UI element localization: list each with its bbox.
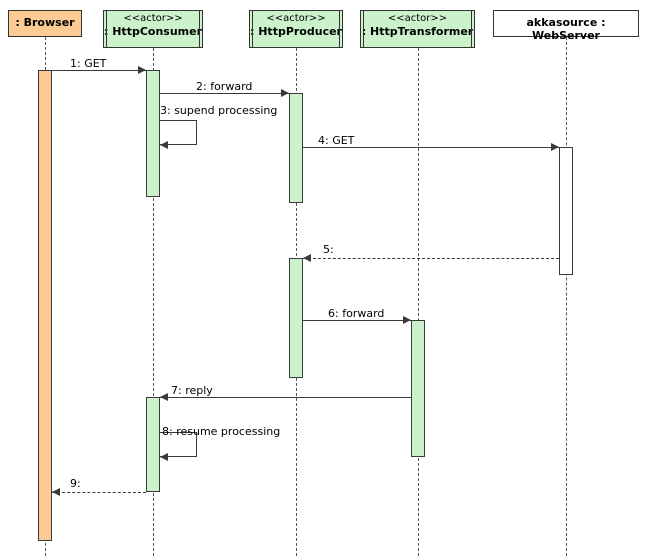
message-label-9: 9: xyxy=(70,477,81,490)
message-label-3: 3: supend processing xyxy=(160,104,278,117)
message-line-1[interactable] xyxy=(45,70,146,71)
message-label-6: 6: forward xyxy=(328,307,385,320)
self-message-3[interactable] xyxy=(160,120,197,145)
message-line-9[interactable] xyxy=(52,492,146,493)
participant-browser[interactable]: : Browser xyxy=(8,10,82,37)
participant-transformer[interactable]: <<actor>>: HttpTransformer xyxy=(360,10,475,48)
lifeline-transformer xyxy=(418,48,419,556)
activation-bar-browser[interactable] xyxy=(38,70,52,541)
arrowhead-message-6 xyxy=(403,316,411,324)
arrowhead-message-3 xyxy=(160,141,168,149)
arrowhead-message-4 xyxy=(551,143,559,151)
activation-bar-producer[interactable] xyxy=(289,258,303,378)
activation-bar-transformer[interactable] xyxy=(411,320,425,457)
arrowhead-message-7 xyxy=(160,393,168,401)
message-label-5: 5: xyxy=(323,243,334,256)
arrowhead-message-2 xyxy=(281,89,289,97)
self-message-8[interactable] xyxy=(160,432,197,457)
arrowhead-message-9 xyxy=(52,488,60,496)
activation-bar-consumer[interactable] xyxy=(146,70,160,197)
message-line-2[interactable] xyxy=(160,93,289,94)
activation-bar-producer[interactable] xyxy=(289,93,303,203)
message-line-5[interactable] xyxy=(303,258,559,259)
participant-webserver[interactable]: akkasource : WebServer xyxy=(493,10,639,42)
arrowhead-message-5 xyxy=(303,254,311,262)
participant-stereotype: <<actor>> xyxy=(123,13,183,24)
participant-producer[interactable]: <<actor>>: HttpProducer xyxy=(249,10,343,48)
message-line-7[interactable] xyxy=(160,397,411,398)
participant-name: akkasource : WebServer xyxy=(526,16,606,42)
participant-name: : HttpConsumer xyxy=(104,24,203,38)
participant-consumer[interactable]: <<actor>>: HttpConsumer xyxy=(103,10,203,48)
activation-bar-consumer[interactable] xyxy=(146,397,160,492)
participant-name: : HttpProducer xyxy=(250,24,342,38)
participant-name: : HttpTransformer xyxy=(361,24,474,38)
message-label-2: 2: forward xyxy=(196,80,253,93)
message-line-6[interactable] xyxy=(303,320,411,321)
arrowhead-message-8 xyxy=(160,453,168,461)
activation-bar-webserver[interactable] xyxy=(559,147,573,275)
lifeline-webserver xyxy=(566,37,567,556)
participant-stereotype: <<actor>> xyxy=(387,13,448,24)
participant-stereotype: <<actor>> xyxy=(266,13,326,24)
participant-name: : Browser xyxy=(15,16,75,29)
message-label-7: 7: reply xyxy=(171,384,213,397)
arrowhead-message-1 xyxy=(138,66,146,74)
lifeline-consumer xyxy=(153,48,154,556)
message-label-8: 8: resume processing xyxy=(162,425,281,438)
message-label-4: 4: GET xyxy=(318,134,355,147)
message-line-4[interactable] xyxy=(303,147,559,148)
message-label-1: 1: GET xyxy=(70,57,107,70)
